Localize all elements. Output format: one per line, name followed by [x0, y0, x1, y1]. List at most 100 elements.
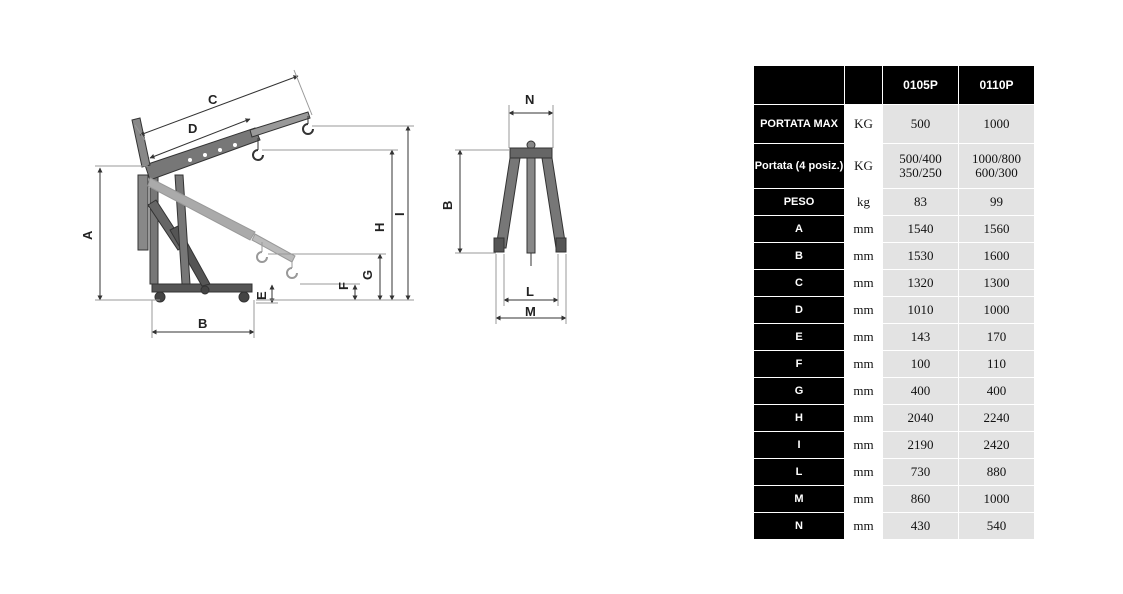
row-label: L [754, 459, 844, 485]
row-unit: mm [845, 486, 882, 512]
side-view-crane [131, 111, 314, 303]
row-value-2: 540 [959, 513, 1034, 539]
label-b-front: B [440, 201, 455, 210]
row-value-2: 1000 [959, 486, 1034, 512]
value-line: 1000/800 [971, 151, 1022, 166]
row-value-2: 1000 [959, 297, 1034, 323]
row-value-1: 1530 [883, 243, 958, 269]
header-blank-label [754, 66, 844, 104]
row-unit: mm [845, 243, 882, 269]
label-b-side: B [198, 316, 207, 331]
row-value-1: 2040 [883, 405, 958, 431]
row-value-2: 1300 [959, 270, 1034, 296]
row-label: D [754, 297, 844, 323]
row-unit: KG [845, 105, 882, 143]
label-m: M [525, 304, 536, 319]
value-line: 350/250 [899, 165, 942, 180]
label-a: A [80, 230, 95, 240]
row-unit: mm [845, 216, 882, 242]
row-label: G [754, 378, 844, 404]
row-value-2: 1560 [959, 216, 1034, 242]
row-value-2: 2420 [959, 432, 1034, 458]
row-value-1: 430 [883, 513, 958, 539]
row-value-1: 83 [883, 189, 958, 215]
table-header-row: 0105P 0110P [754, 66, 1034, 104]
row-value-1: 100 [883, 351, 958, 377]
crane-diagram: C D A B E F G H I N [80, 69, 567, 338]
value-line: 600/300 [975, 165, 1018, 180]
row-label: B [754, 243, 844, 269]
row-unit: mm [845, 297, 882, 323]
table-row: PORTATA MAX KG 500 1000 [754, 105, 1034, 143]
row-unit: mm [845, 324, 882, 350]
row-unit: mm [845, 459, 882, 485]
row-value-2: 110 [959, 351, 1034, 377]
row-unit: mm [845, 378, 882, 404]
row-label: C [754, 270, 844, 296]
row-unit: kg [845, 189, 882, 215]
side-view-labels: C D A B E F G H I [80, 92, 407, 331]
row-value-1: 400 [883, 378, 958, 404]
label-d: D [188, 121, 197, 136]
row-label: E [754, 324, 844, 350]
row-label: F [754, 351, 844, 377]
row-label: I [754, 432, 844, 458]
label-l: L [526, 284, 534, 299]
front-view-crane [493, 140, 567, 266]
row-value-2: 400 [959, 378, 1034, 404]
label-c: C [208, 92, 218, 107]
header-model-2: 0110P [959, 66, 1034, 104]
label-f: F [336, 282, 351, 290]
row-value-1: 1010 [883, 297, 958, 323]
row-unit: mm [845, 513, 882, 539]
row-value-1: 1540 [883, 216, 958, 242]
front-view-labels: N B L M [440, 92, 536, 319]
value-line: 500/400 [899, 151, 942, 166]
header-model-1: 0105P [883, 66, 958, 104]
row-unit: KG [845, 144, 882, 188]
row-value-2: 880 [959, 459, 1034, 485]
spec-table: 0105P 0110P PORTATA MAX KG 500 1000 Port… [753, 65, 1035, 540]
label-n: N [525, 92, 534, 107]
header-blank-unit [845, 66, 882, 104]
row-value-1: 500 [883, 105, 958, 143]
row-unit: mm [845, 432, 882, 458]
row-value-2: 170 [959, 324, 1034, 350]
row-unit: mm [845, 405, 882, 431]
row-label: PORTATA MAX [754, 105, 844, 143]
row-value-1: 1320 [883, 270, 958, 296]
row-label: H [754, 405, 844, 431]
front-view-dimensions [455, 105, 567, 324]
side-view-dimensions [95, 69, 414, 338]
label-e: E [254, 291, 269, 300]
row-unit: mm [845, 270, 882, 296]
row-value-1: 143 [883, 324, 958, 350]
row-value-1: 730 [883, 459, 958, 485]
row-unit: mm [845, 351, 882, 377]
row-value-1: 2190 [883, 432, 958, 458]
row-label: A [754, 216, 844, 242]
row-label: N [754, 513, 844, 539]
row-label: M [754, 486, 844, 512]
label-g: G [360, 270, 375, 280]
row-value-2: 2240 [959, 405, 1034, 431]
label-h: H [372, 223, 387, 232]
row-value-1: 860 [883, 486, 958, 512]
row-value-2: 99 [959, 189, 1034, 215]
row-value-2: 1000 [959, 105, 1034, 143]
